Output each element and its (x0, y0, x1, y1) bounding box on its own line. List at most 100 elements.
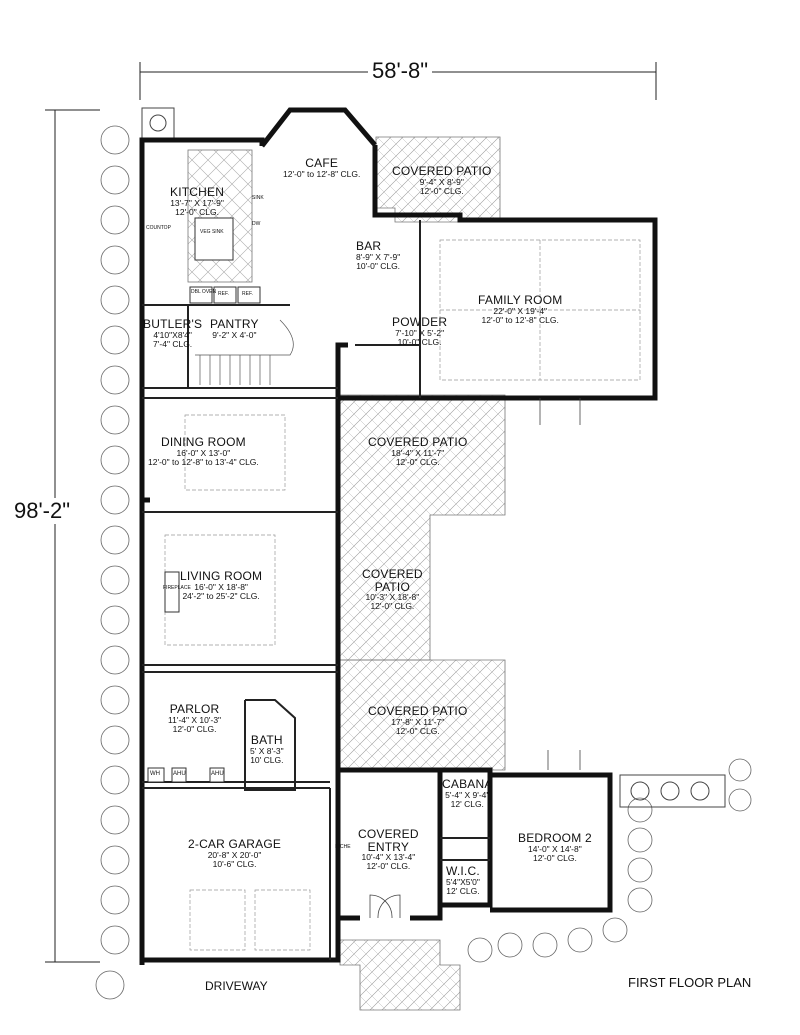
room-name: BAR (356, 239, 382, 253)
label-driveway: DRIVEWAY (205, 979, 268, 993)
room-size: 7'-10" X 5'-2" (395, 327, 445, 338)
planters-right (619, 774, 726, 808)
room-name: CABANA (442, 777, 493, 791)
label-ref-2: REF. (242, 291, 253, 297)
room-patio-top: COVERED PATIO 9'-4" X 8'-9" 12'-0" CLG. (392, 165, 492, 195)
planter-top-left (141, 107, 175, 139)
room-wic: W.I.C. 5'4"X5'0" 12' CLG. (446, 865, 480, 895)
room-kitchen: KITCHEN 13'-7" X 17'-9" 12'-0" CLG. (170, 186, 224, 216)
room-family: FAMILY ROOM 22'-0" X 19'-4" 12'-0" to 12… (478, 294, 562, 324)
stair (195, 319, 294, 385)
label-veg-sink: VEG SINK (200, 229, 224, 235)
room-ceiling: 10' CLG. (250, 754, 284, 765)
room-entry: COVERED ENTRY 10'-4" X 13'-4" 12'-0" CLG… (358, 828, 419, 871)
room-size: 13'-7" X 17'-9" (170, 197, 224, 208)
room-patio-low: COVERED PATIO 17'-8" X 11'-7" 12'-0" CLG… (368, 705, 468, 735)
room-name: DINING ROOM (160, 435, 246, 449)
room-ceiling: 10'-0" CLG. (397, 336, 442, 347)
room-ceiling: 12' CLG. (446, 885, 480, 896)
room-name: LIVING ROOM (180, 569, 263, 583)
room-name: COVERED ENTRY (358, 827, 419, 854)
shrubs-left (95, 125, 752, 1000)
room-ceiling: 12'-0" CLG. (395, 456, 440, 467)
room-name: FAMILY ROOM (478, 293, 563, 307)
room-ceiling: 12'-0" CLG. (419, 185, 464, 196)
label-wh: WH (150, 771, 160, 777)
room-bath: BATH 5' X 8'-3" 10' CLG. (250, 734, 284, 764)
room-name: W.I.C. (446, 864, 480, 878)
room-ceiling: 12'-0" to 12'-8" CLG. (481, 314, 559, 325)
room-name: COVERED PATIO (368, 435, 468, 449)
room-name: POWDER (392, 315, 448, 329)
room-size: 8'-9" X 7'-9" (356, 251, 401, 262)
room-ceiling: 12' CLG. (450, 798, 484, 809)
room-size: 16'-0" X 13'-0" (176, 447, 231, 458)
room-name: BATH (250, 733, 283, 747)
room-name: COVERED PATIO (368, 704, 468, 718)
label-niche: NICHE (335, 844, 351, 850)
label-ahu-1: AHU (173, 771, 186, 777)
room-size: 18'-4" X 11'-7" (391, 447, 445, 458)
room-size: 5' X 8'-3" (250, 745, 284, 756)
room-butlers: BUTLER'S 4'10"X8'4" 7'-4" CLG. (143, 318, 202, 348)
room-name: PANTRY (210, 317, 259, 331)
room-parlor: PARLOR 11'-4" X 10'-3" 12'-0" CLG. (168, 703, 221, 733)
fireplace-box (164, 571, 180, 613)
room-name: BEDROOM 2 (518, 831, 592, 845)
room-cafe: CAFE 12'-0" to 12'-8" CLG. (283, 157, 360, 179)
depth-dimension: 98'-2" (10, 498, 75, 524)
room-size: 4'10"X8'4" (153, 329, 192, 340)
room-patio-side: COVERED PATIO 10'-3" X 18'-8" 12'-0" CLG… (362, 568, 423, 611)
exterior-walls (139, 107, 658, 965)
room-size: 10'-4" X 13'-4" (361, 852, 416, 863)
room-ceiling: 12'-0" to 12'-8" to 13'-4" CLG. (148, 456, 259, 467)
room-name: BUTLER'S (143, 317, 203, 331)
room-ceiling: 12'-0" CLG. (366, 861, 411, 872)
room-size: 16'-0" X 18'-8" (194, 581, 248, 592)
room-dining: DINING ROOM 16'-0" X 13'-0" 12'-0" to 12… (148, 436, 259, 466)
room-ceiling: 12'-0" CLG. (532, 852, 577, 863)
room-ceiling: 12'-0" CLG. (395, 725, 440, 736)
patio-hatching (187, 136, 506, 1011)
room-bar: BAR 8'-9" X 7'-9" 10'-0" CLG. (356, 240, 400, 270)
label-ahu-2: AHU (211, 771, 224, 777)
kitchen-island (194, 217, 234, 261)
room-ceiling: 7'-4" CLG. (153, 338, 193, 349)
label-dbl-oven: DBL OVEN (191, 289, 217, 295)
room-powder: POWDER 7'-10" X 5'-2" 10'-0" CLG. (392, 316, 447, 346)
room-patio-mid: COVERED PATIO 18'-4" X 11'-7" 12'-0" CLG… (368, 436, 468, 466)
doors (369, 398, 581, 919)
room-name: COVERED PATIO (362, 567, 423, 594)
label-ref-1: REF. (218, 291, 229, 297)
room-cabana: CABANA 5'-4" X 9'-4" 12' CLG. (442, 778, 493, 808)
room-size: 5'4"X5'0" (446, 876, 480, 887)
room-size: 17'-8" X 11'-7" (391, 716, 445, 727)
room-pantry: PANTRY 9'-2" X 4'-0" (210, 318, 259, 340)
label-sink: SINK (252, 195, 264, 201)
room-size: 22'-0" X 19'-4" (493, 305, 548, 316)
kitchen-appliances (189, 286, 261, 304)
garage-fixtures (147, 767, 225, 783)
room-size: 14'-0" X 14'-8" (528, 843, 582, 854)
plan-title: FIRST FLOOR PLAN (628, 975, 752, 990)
room-ceiling: 10'-6" CLG. (212, 858, 257, 869)
label-fireplace: FIREPLACE (163, 585, 191, 591)
room-ceiling: 12'-0" CLG. (370, 601, 415, 612)
depth-dimension-line (45, 109, 100, 963)
room-size: 5'-4" X 9'-4" (445, 789, 490, 800)
room-living: LIVING ROOM 16'-0" X 18'-8" 24'-2" to 25… (180, 570, 262, 600)
room-bedroom2: BEDROOM 2 14'-0" X 14'-8" 12'-0" CLG. (518, 832, 592, 862)
room-size: 10'-3" X 18'-8" (365, 592, 420, 603)
room-size: 9'-2" X 4'-0" (212, 329, 257, 340)
room-name: COVERED PATIO (392, 164, 492, 178)
room-name: KITCHEN (170, 185, 225, 199)
room-ceiling: 12'-0" to 12'-8" CLG. (283, 168, 361, 179)
room-name: 2-CAR GARAGE (188, 837, 282, 851)
room-ceiling: 12'-0" CLG. (172, 723, 217, 734)
room-name: PARLOR (169, 702, 220, 716)
interior-walls (142, 220, 490, 960)
label-dw: DW (252, 221, 261, 227)
room-ceiling: 12'-0" CLG. (175, 206, 219, 217)
width-dimension: 58'-8" (368, 58, 433, 84)
